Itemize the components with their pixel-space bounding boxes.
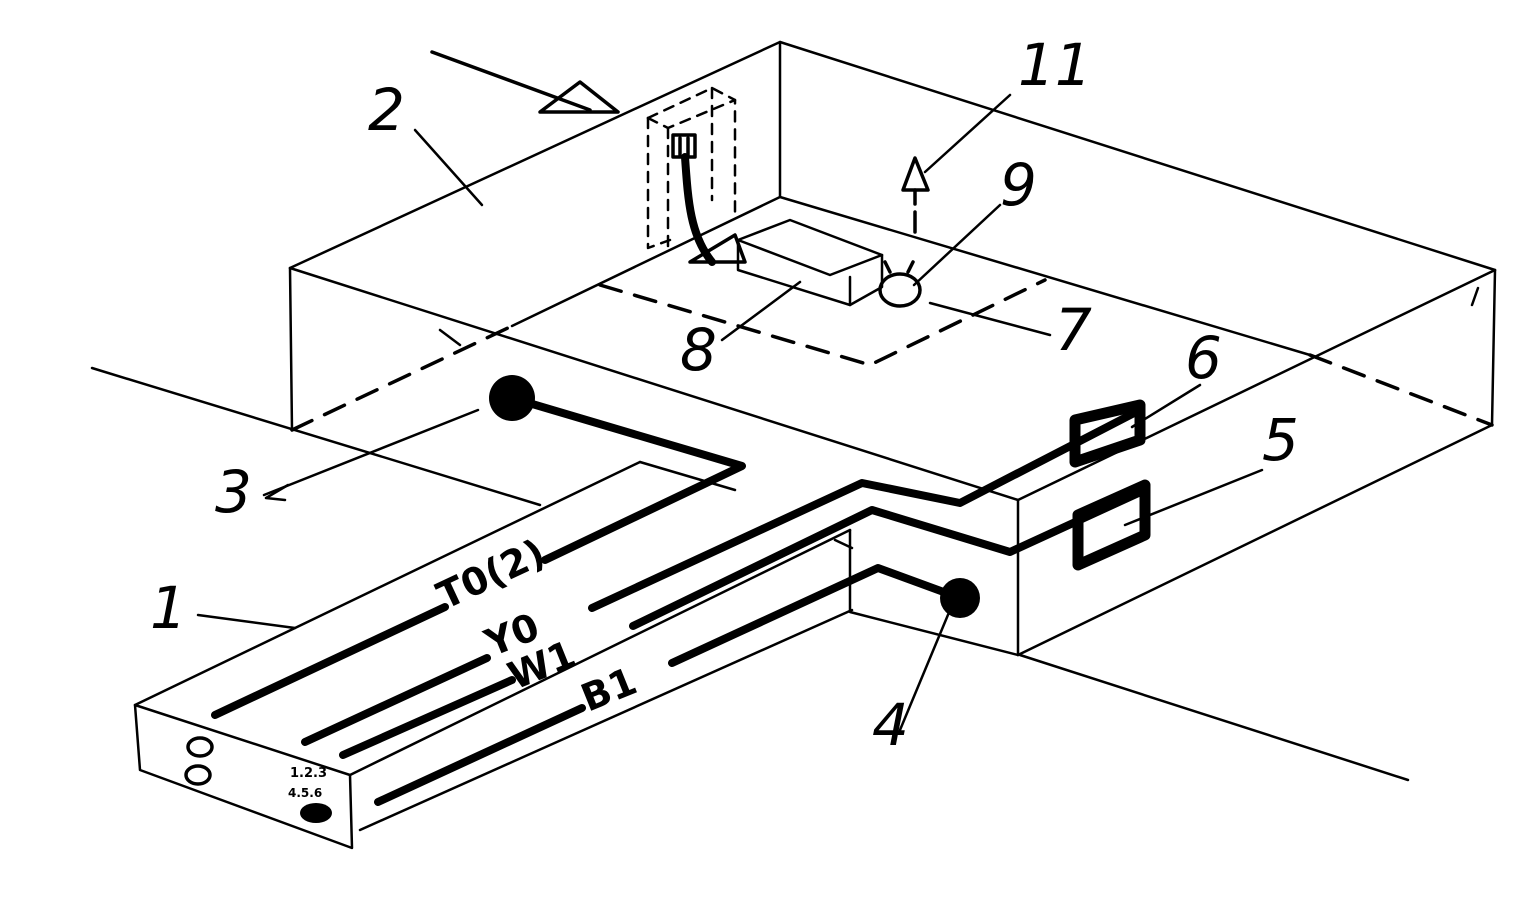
label-11: 11: [1018, 31, 1092, 99]
label-5: 5: [1262, 406, 1299, 474]
panel-mark-top: 1.2.3: [290, 766, 327, 781]
panel-mark-bottom: 4.5.6: [288, 786, 322, 800]
floor-lines: [90, 366, 1410, 782]
port-bottom: [184, 764, 212, 786]
wire-w1: [339, 486, 1149, 759]
wire-b1: [374, 564, 980, 806]
wire-label-b1: B1: [575, 659, 643, 721]
label-1: 1: [150, 574, 187, 642]
label-6: 6: [1185, 324, 1222, 392]
wire-t0: [211, 375, 746, 719]
room-box: [288, 40, 1497, 657]
channel-1: [133, 460, 1020, 850]
panel-knob: [300, 803, 332, 823]
wire-label-t0: T0(2): [430, 530, 552, 618]
sensor-9: [878, 156, 930, 308]
wall-unit: [646, 86, 747, 266]
wire-y0: [301, 406, 1144, 746]
label-3: 3: [215, 458, 252, 526]
leader-lines: [196, 93, 1264, 732]
label-2: 2: [368, 76, 405, 144]
box-5: [1072, 479, 1151, 571]
block-8: [736, 218, 884, 307]
port-top: [186, 736, 214, 758]
label-8: 8: [680, 316, 717, 384]
label-9: 9: [1000, 151, 1037, 219]
label-4: 4: [872, 691, 909, 759]
label-7: 7: [1055, 296, 1092, 364]
inflow-arrow: [430, 50, 620, 114]
